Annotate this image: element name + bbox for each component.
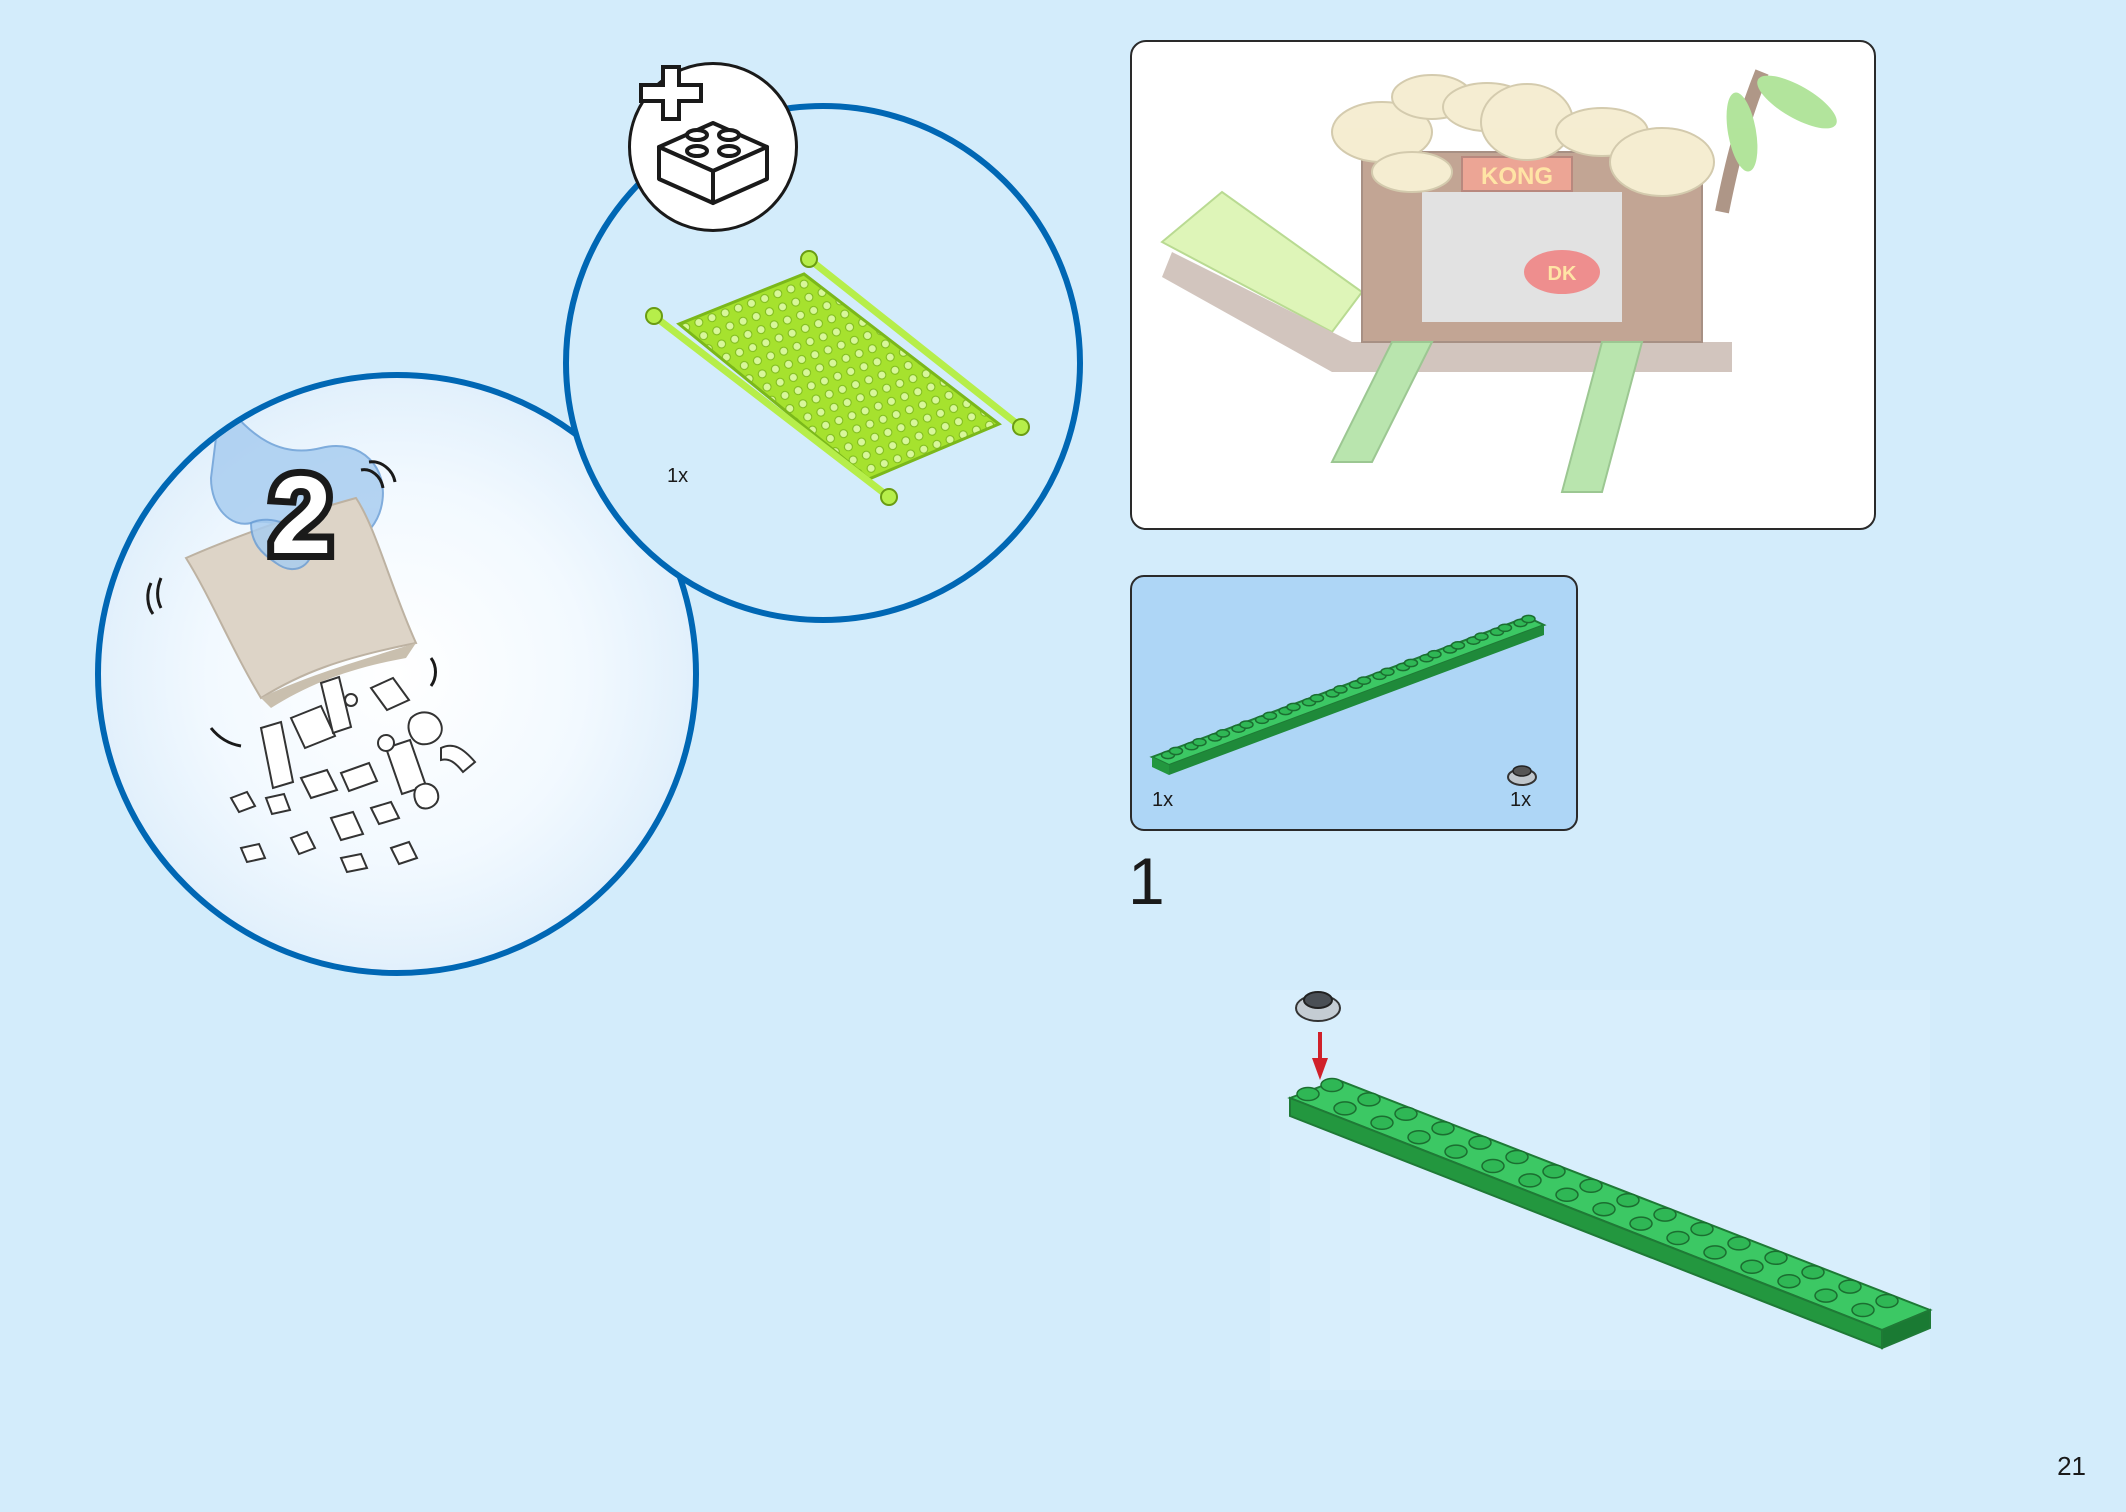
plate-stud	[1629, 1216, 1653, 1231]
plate-stud	[1296, 1086, 1320, 1102]
plate-stud	[1777, 1273, 1801, 1289]
treehouse-model-preview: KONG DK	[1160, 69, 1837, 493]
plate-stud	[1450, 641, 1466, 650]
plate-stud	[1168, 746, 1184, 756]
parts-list-panel: 1x 1x	[1130, 575, 1578, 831]
parts-bag-icon	[184, 496, 418, 700]
plate-stud	[1801, 1264, 1825, 1280]
page-number: 21	[2057, 1451, 2086, 1481]
plate-stud	[1333, 1101, 1357, 1116]
plate-stud	[1403, 658, 1419, 668]
plate-stud	[1309, 693, 1325, 703]
dk-badge-text: DK	[1548, 263, 1577, 285]
step-build-illustration	[1287, 991, 1933, 1350]
plate-stud	[1666, 1230, 1690, 1246]
plate-stud	[1851, 1302, 1875, 1318]
plate-stud	[1394, 1106, 1418, 1122]
plate-stud	[1262, 711, 1278, 721]
plate-stud	[1444, 1144, 1468, 1159]
plate-stud	[1505, 1149, 1529, 1165]
round-plate-quantity: 1x	[1510, 789, 1532, 811]
green-plate-2x16-icon	[1149, 615, 1547, 775]
parts-list-illustration	[1149, 614, 1547, 786]
kong-sign-text: KONG	[1481, 163, 1553, 190]
plate-stud	[1521, 614, 1536, 624]
plate-stud	[1518, 1173, 1542, 1188]
plate-stud	[1690, 1221, 1714, 1237]
placement-arrow-icon	[1312, 1032, 1328, 1080]
plate-stud	[1764, 1250, 1788, 1266]
plate-stud	[1468, 1135, 1492, 1150]
plate-stud	[1320, 1077, 1344, 1093]
plate-stud	[1592, 1201, 1616, 1217]
plate-stud	[1727, 1236, 1751, 1251]
plate-stud	[1579, 1178, 1603, 1194]
plate-stud	[1286, 702, 1301, 712]
plate-stud	[1555, 1187, 1579, 1203]
plate-stud	[1380, 667, 1395, 677]
plate-stud	[1838, 1279, 1862, 1294]
net-quantity: 1x	[667, 465, 689, 487]
plate-stud	[1192, 737, 1207, 747]
plate-stud	[1497, 623, 1513, 633]
model-preview-panel: KONG DK	[1130, 40, 1876, 530]
plate-stud	[1616, 1192, 1640, 1208]
plate-stud	[1875, 1293, 1899, 1309]
step-number: 1	[1128, 844, 1165, 918]
climbing-net-part	[645, 250, 1030, 506]
plate-stud	[1370, 1115, 1394, 1131]
plate-stud	[1481, 1158, 1505, 1174]
plus-brick-icon	[628, 62, 798, 232]
plate-stud	[1356, 676, 1372, 685]
plate-stud	[1239, 720, 1254, 729]
falling-bricks-icon	[229, 675, 477, 874]
round-plate-1x1-dark-gray-icon	[1507, 765, 1537, 786]
round-plate-1x1-dark-gray-icon	[1295, 991, 1341, 1022]
plate-quantity: 1x	[1152, 789, 1174, 811]
plate-stud	[1653, 1207, 1677, 1222]
plate-stud	[1427, 649, 1442, 659]
plate-stud	[1740, 1259, 1764, 1275]
plate-stud	[1431, 1120, 1455, 1136]
plate-stud	[1703, 1245, 1727, 1260]
plate-stud	[1474, 632, 1489, 641]
plate-stud	[1357, 1092, 1381, 1107]
plate-stud	[1333, 685, 1348, 694]
plate-stud	[1407, 1129, 1431, 1145]
plate-stud	[1814, 1288, 1838, 1303]
bag-number: 2	[270, 454, 331, 577]
plate-stud	[1542, 1164, 1566, 1179]
plate-stud	[1215, 729, 1231, 738]
bag-illustration: 2	[146, 395, 477, 874]
